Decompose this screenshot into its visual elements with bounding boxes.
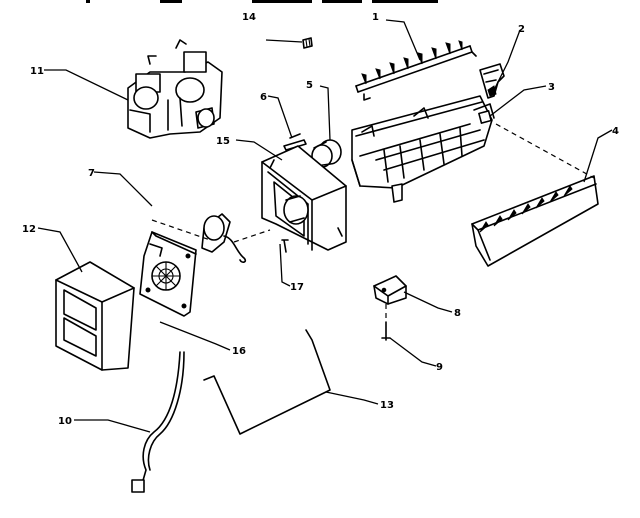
clip-part — [479, 63, 505, 99]
module-part — [139, 231, 197, 317]
callout-15: 15 — [216, 136, 230, 147]
callout-16: 16 — [232, 346, 246, 357]
callout-2: 2 — [518, 24, 525, 35]
screw-part-9 — [381, 304, 391, 341]
wire-harness-part — [131, 351, 185, 493]
callout-9: 9 — [436, 362, 443, 373]
motor-part — [151, 213, 271, 263]
water-valve-part — [127, 39, 223, 139]
mold-part — [351, 95, 495, 203]
callout-8: 8 — [454, 308, 461, 319]
callout-10: 10 — [58, 416, 72, 427]
callout-5: 5 — [306, 80, 313, 91]
callout-12: 12 — [22, 224, 36, 235]
alignment-line — [495, 123, 595, 179]
bracket-part — [373, 275, 407, 305]
callout-1: 1 — [372, 12, 379, 23]
screw-part-17 — [281, 239, 289, 253]
callout-4: 4 — [612, 126, 619, 137]
callout-11: 11 — [30, 66, 44, 77]
shutoff-arm-part — [471, 175, 599, 267]
callout-3: 3 — [548, 82, 555, 93]
callout-14: 14 — [242, 12, 256, 23]
screw-part-14 — [302, 37, 313, 49]
housing-part — [261, 145, 347, 251]
callouts: 11 14 1 2 3 4 5 6 15 7 12 16 17 8 9 10 1… — [22, 12, 619, 427]
callout-17: 17 — [290, 282, 304, 293]
leader-lines — [37, 19, 613, 433]
ejector-part — [355, 40, 477, 101]
callout-7: 7 — [88, 168, 95, 179]
callout-6: 6 — [260, 92, 267, 103]
callout-13: 13 — [380, 400, 394, 411]
wire-arm-part — [203, 329, 331, 435]
cover-part — [55, 261, 135, 371]
header-remnant — [86, 0, 438, 3]
